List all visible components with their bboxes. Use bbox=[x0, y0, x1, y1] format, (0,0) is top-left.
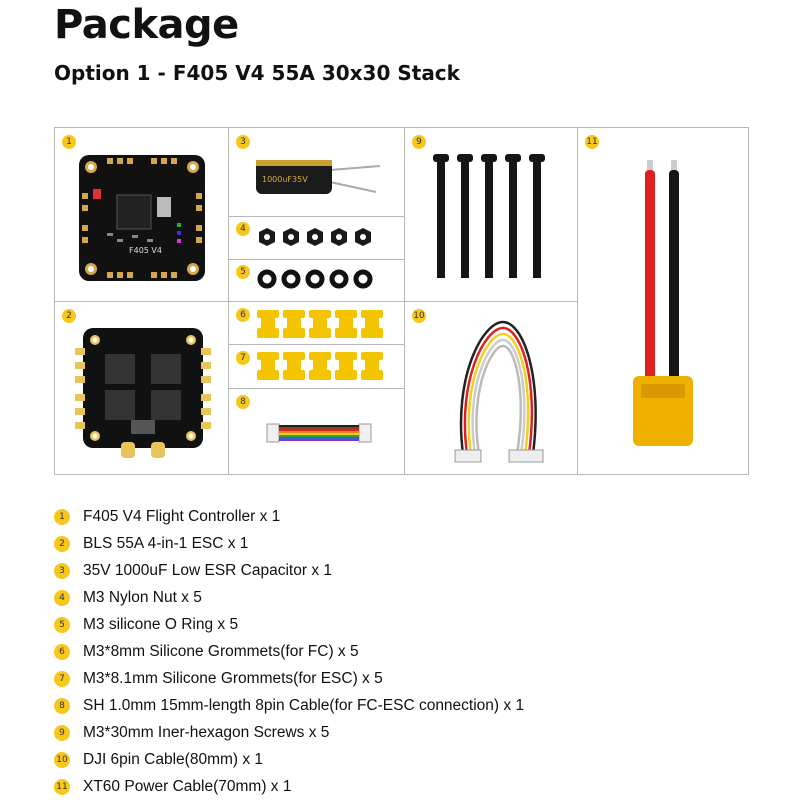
list-item: 10 DJI 6pin Cable(80mm) x 1 bbox=[54, 746, 524, 773]
sh-cable-image bbox=[265, 418, 375, 448]
list-item-number: 10 bbox=[54, 751, 70, 768]
flight-controller-image: F405 V4 bbox=[77, 153, 207, 283]
item-badge-2: 2 bbox=[62, 309, 76, 323]
page-subtitle: Option 1 - F405 V4 55A 30x30 Stack bbox=[54, 61, 460, 85]
item-badge-10: 10 bbox=[412, 309, 426, 323]
list-item: 4 M3 Nylon Nut x 5 bbox=[54, 584, 524, 611]
screws-image bbox=[429, 152, 554, 282]
list-item-text: BLS 55A 4-in-1 ESC x 1 bbox=[83, 534, 249, 552]
item-badge-1: 1 bbox=[62, 135, 76, 149]
list-item: 7 M3*8.1mm Silicone Grommets(for ESC) x … bbox=[54, 665, 524, 692]
fc-board-label: F405 V4 bbox=[129, 246, 162, 255]
list-item: 3 35V 1000uF Low ESR Capacitor x 1 bbox=[54, 557, 524, 584]
item-badge-3: 3 bbox=[236, 135, 250, 149]
list-item-number: 5 bbox=[54, 616, 70, 633]
list-item: 8 SH 1.0mm 15mm-length 8pin Cable(for FC… bbox=[54, 692, 524, 719]
item-badge-9: 9 bbox=[412, 135, 426, 149]
nylon-nuts-image bbox=[255, 226, 380, 248]
list-item-number: 8 bbox=[54, 697, 70, 714]
list-item-text: 35V 1000uF Low ESR Capacitor x 1 bbox=[83, 561, 332, 579]
list-item-text: M3 Nylon Nut x 5 bbox=[83, 588, 202, 606]
esc-board-image bbox=[75, 324, 211, 464]
grid-divider bbox=[228, 259, 404, 260]
list-item-number: 6 bbox=[54, 643, 70, 660]
list-item-text: M3*8.1mm Silicone Grommets(for ESC) x 5 bbox=[83, 669, 383, 687]
list-item-number: 11 bbox=[54, 778, 70, 795]
page-title: Package bbox=[54, 2, 239, 48]
list-item-number: 9 bbox=[54, 724, 70, 741]
dji-cable-image bbox=[443, 316, 553, 466]
list-item-text: M3*30mm Iner-hexagon Screws x 5 bbox=[83, 723, 330, 741]
grid-divider bbox=[577, 128, 578, 474]
item-badge-7: 7 bbox=[236, 351, 250, 365]
package-item-list: 1 F405 V4 Flight Controller x 1 2 BLS 55… bbox=[54, 503, 524, 800]
list-item-number: 4 bbox=[54, 589, 70, 606]
grid-divider bbox=[228, 344, 404, 345]
list-item: 9 M3*30mm Iner-hexagon Screws x 5 bbox=[54, 719, 524, 746]
item-badge-6: 6 bbox=[236, 308, 250, 322]
list-item-text: XT60 Power Cable(70mm) x 1 bbox=[83, 777, 292, 795]
package-contents-grid: 1 F405 V4 2 bbox=[54, 127, 749, 475]
list-item-text: M3*8mm Silicone Grommets(for FC) x 5 bbox=[83, 642, 359, 660]
list-item-number: 1 bbox=[54, 508, 70, 525]
list-item-text: M3 silicone O Ring x 5 bbox=[83, 615, 239, 633]
grid-divider bbox=[228, 388, 404, 389]
o-rings-image bbox=[255, 268, 380, 290]
xt60-cable-image bbox=[625, 156, 705, 456]
list-item: 5 M3 silicone O Ring x 5 bbox=[54, 611, 524, 638]
list-item: 1 F405 V4 Flight Controller x 1 bbox=[54, 503, 524, 530]
grid-divider bbox=[55, 301, 577, 302]
item-badge-5: 5 bbox=[236, 265, 250, 279]
capacitor-marking: 1000uF35V bbox=[262, 175, 308, 184]
list-item-number: 3 bbox=[54, 562, 70, 579]
list-item: 11 XT60 Power Cable(70mm) x 1 bbox=[54, 773, 524, 800]
item-badge-4: 4 bbox=[236, 222, 250, 236]
grommets-fc-image bbox=[255, 308, 385, 340]
capacitor-image: 1000uF35V bbox=[252, 152, 382, 202]
item-badge-11: 11 bbox=[585, 135, 599, 149]
grommets-esc-image bbox=[255, 350, 385, 382]
list-item-number: 7 bbox=[54, 670, 70, 687]
list-item-number: 2 bbox=[54, 535, 70, 552]
list-item: 6 M3*8mm Silicone Grommets(for FC) x 5 bbox=[54, 638, 524, 665]
grid-divider bbox=[228, 216, 404, 217]
list-item-text: F405 V4 Flight Controller x 1 bbox=[83, 507, 281, 525]
list-item: 2 BLS 55A 4-in-1 ESC x 1 bbox=[54, 530, 524, 557]
list-item-text: SH 1.0mm 15mm-length 8pin Cable(for FC-E… bbox=[83, 696, 525, 714]
list-item-text: DJI 6pin Cable(80mm) x 1 bbox=[83, 750, 264, 768]
item-badge-8: 8 bbox=[236, 395, 250, 409]
